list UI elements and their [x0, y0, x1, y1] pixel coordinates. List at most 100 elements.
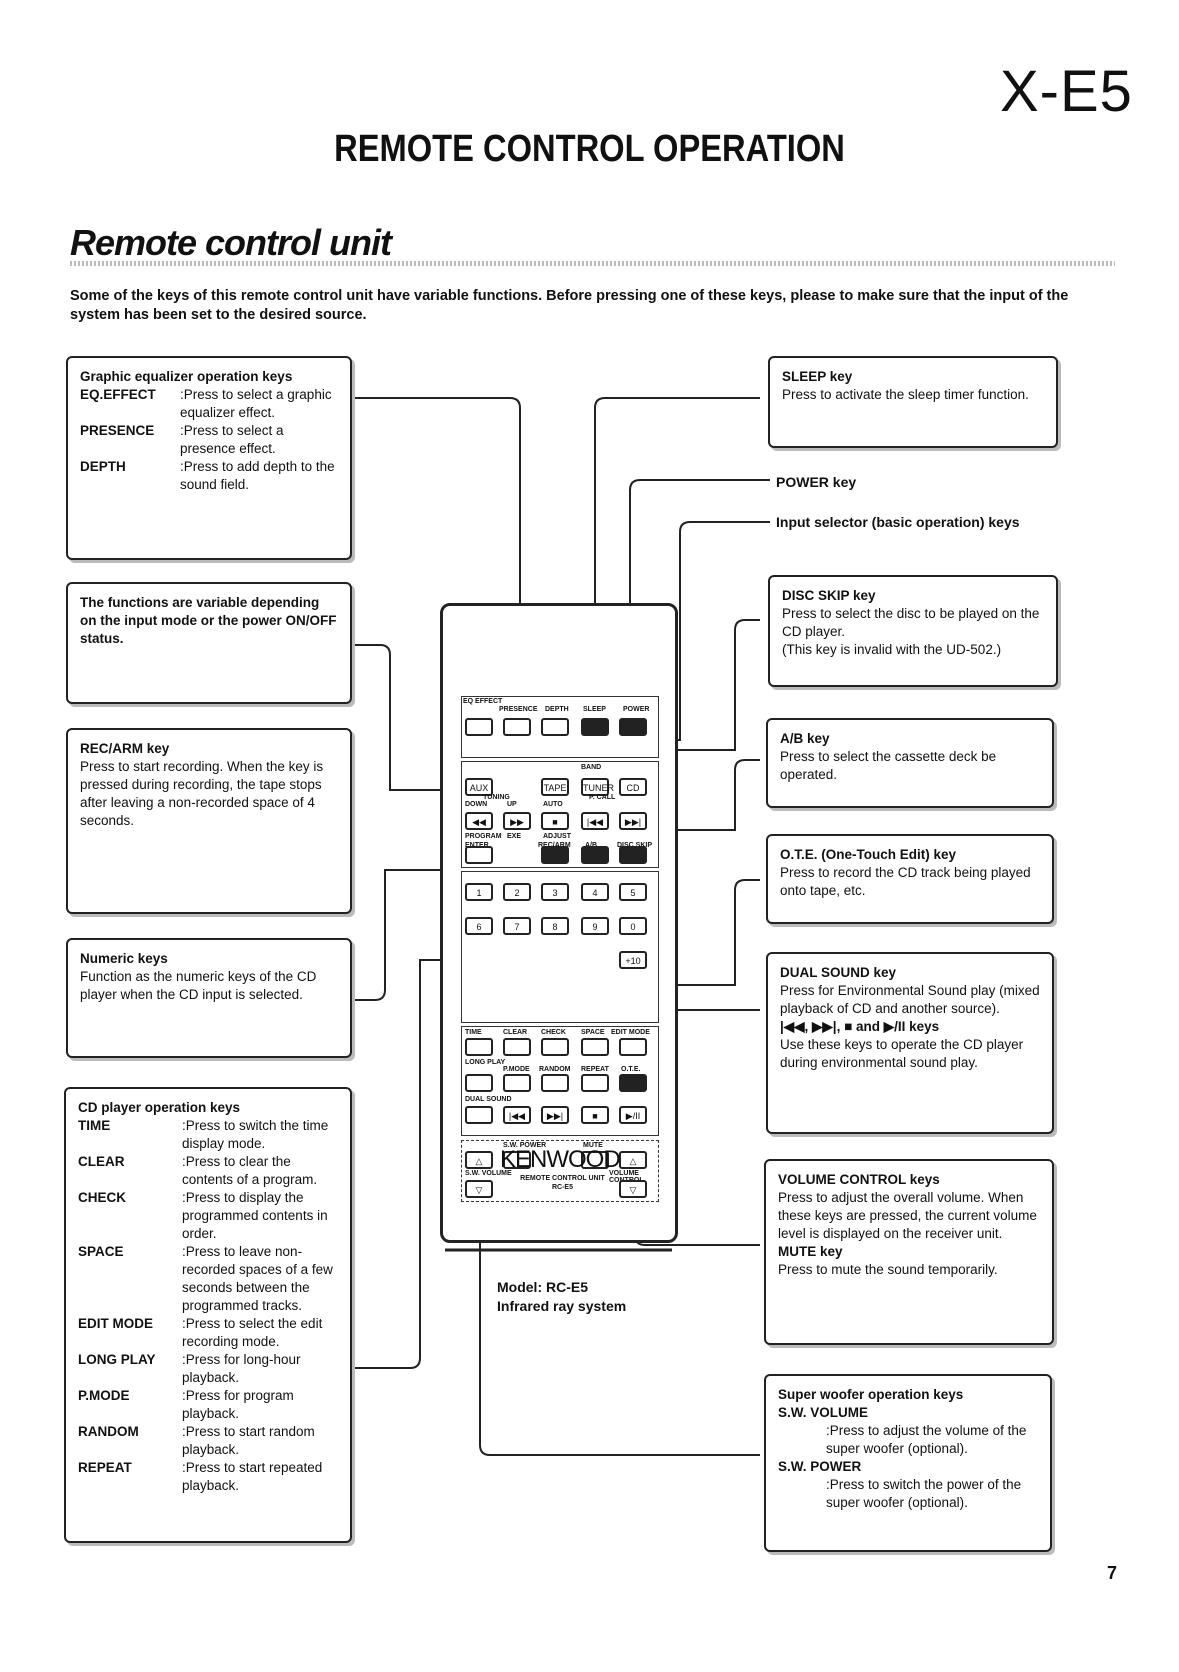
mute-key[interactable]: [581, 1151, 609, 1169]
volume-up-key[interactable]: △: [619, 1151, 647, 1169]
disc-skip-text: Press to select the disc to be played on…: [782, 606, 1040, 639]
ab-key-box: A/B key Press to select the cassette dec…: [766, 718, 1054, 808]
power-key[interactable]: [619, 718, 647, 736]
label-time: TIME: [465, 1029, 482, 1036]
tuning-down-key[interactable]: ◀◀: [465, 812, 493, 830]
num-key-1[interactable]: 1: [465, 883, 493, 901]
ab-key-text: Press to select the cassette deck be ope…: [780, 749, 997, 782]
p-call-down-key[interactable]: |◀◀: [581, 812, 609, 830]
num-key-5[interactable]: 5: [619, 883, 647, 901]
stop-key[interactable]: ■: [541, 812, 569, 830]
geq-row-effect: EQ.EFFECT:Press to select a graphic equa…: [80, 387, 332, 420]
disc-skip-note: (This key is invalid with the UD-502.): [782, 642, 1002, 657]
rec-arm-box: REC/ARM key Press to start recording. Wh…: [66, 728, 352, 914]
time-key[interactable]: [465, 1038, 493, 1056]
volume-control-text: Press to adjust the overall volume. When…: [778, 1190, 1037, 1241]
clear-key[interactable]: [503, 1038, 531, 1056]
ab-key-title: A/B key: [780, 731, 830, 746]
sleep-key-box: SLEEP key Press to activate the sleep ti…: [768, 356, 1058, 448]
tape-key[interactable]: TAPE: [541, 778, 569, 796]
eq-effect-key[interactable]: [465, 718, 493, 736]
cd-key[interactable]: CD: [619, 778, 647, 796]
random-key[interactable]: [541, 1074, 569, 1092]
page-heading: REMOTE CONTROL OPERATION: [334, 128, 845, 170]
power-key-label: POWER key: [776, 474, 857, 490]
input-panel: [461, 761, 659, 868]
ote-key[interactable]: [619, 1074, 647, 1092]
label-eq-effect: EQ EFFECT: [463, 698, 503, 705]
p-call-up-key[interactable]: ▶▶|: [619, 812, 647, 830]
rec-arm-title: REC/ARM key: [80, 741, 170, 756]
sleep-key[interactable]: [581, 718, 609, 736]
num-key-3[interactable]: 3: [541, 883, 569, 901]
numeric-keys-title: Numeric keys: [80, 951, 168, 966]
label-rec-arm: REC/ARM: [538, 842, 571, 849]
disc-skip-key[interactable]: [619, 846, 647, 864]
num-key-2[interactable]: 2: [503, 883, 531, 901]
cd-next-key[interactable]: ▶▶|: [541, 1106, 569, 1124]
num-key-0[interactable]: 0: [619, 917, 647, 935]
cd-row-random: RANDOM:Press to start random playback.: [78, 1424, 315, 1457]
label-tuning: TUNING: [483, 794, 510, 801]
label-mute: MUTE: [583, 1142, 603, 1149]
remote-model-text: Model: RC-E5 Infrared ray system: [497, 1279, 627, 1314]
volume-down-key[interactable]: ▽: [619, 1180, 647, 1198]
label-sw-volume: S.W. VOLUME: [465, 1170, 512, 1177]
num-key-4[interactable]: 4: [581, 883, 609, 901]
dual-sound-key[interactable]: [465, 1106, 493, 1124]
cd-row-time: TIME:Press to switch the time display mo…: [78, 1118, 329, 1151]
repeat-key[interactable]: [581, 1074, 609, 1092]
label-exe: EXE: [507, 833, 522, 840]
cd-play-pause-key[interactable]: ▶/II: [619, 1106, 647, 1124]
cd-row-edit-mode: EDIT MODE:Press to select the edit recor…: [78, 1316, 323, 1349]
label-depth: DEPTH: [545, 706, 569, 713]
label-check: CHECK: [541, 1029, 566, 1036]
enter-key[interactable]: [465, 846, 493, 864]
rec-arm-key[interactable]: [541, 846, 569, 864]
ab-key[interactable]: [581, 846, 609, 864]
cd-row-clear: CLEAR:Press to clear the contents of a p…: [78, 1154, 318, 1187]
space-key[interactable]: [581, 1038, 609, 1056]
label-long-play: LONG PLAY: [465, 1059, 506, 1066]
variable-function-text: The functions are variable depending on …: [80, 595, 337, 646]
sw-power-key[interactable]: [503, 1151, 531, 1169]
sleep-key-title: SLEEP key: [782, 369, 853, 384]
graphic-eq-box: Graphic equalizer operation keys EQ.EFFE…: [66, 356, 352, 560]
num-key-8[interactable]: 8: [541, 917, 569, 935]
geq-row-presence: PRESENCE:Press to select a presence effe…: [80, 423, 284, 456]
check-key[interactable]: [541, 1038, 569, 1056]
long-play-key[interactable]: [465, 1074, 493, 1092]
ote-key-box: O.T.E. (One-Touch Edit) key Press to rec…: [766, 834, 1054, 924]
rec-arm-text: Press to start recording. When the key i…: [80, 759, 324, 828]
tuning-up-key[interactable]: ▶▶: [503, 812, 531, 830]
depth-key[interactable]: [541, 718, 569, 736]
label-program: PROGRAM: [465, 833, 502, 840]
ote-key-text: Press to record the CD track being playe…: [780, 865, 1031, 898]
num-key-plus10[interactable]: +10: [619, 951, 647, 969]
num-key-9[interactable]: 9: [581, 917, 609, 935]
sw-volume-key: S.W. VOLUME: [778, 1405, 869, 1420]
label-edit-mode: EDIT MODE: [611, 1029, 650, 1036]
input-selector-label: Input selector (basic operation) keys: [776, 514, 1020, 530]
num-key-7[interactable]: 7: [503, 917, 531, 935]
sw-volume-desc: :Press to adjust the volume of the super…: [826, 1423, 1027, 1456]
cd-player-title: CD player operation keys: [78, 1100, 241, 1115]
dotted-rule: [70, 261, 1115, 266]
dual-sound-text2: Use these keys to operate the CD player …: [780, 1037, 1024, 1070]
label-presence: PRESENCE: [499, 706, 538, 713]
dual-sound-title: DUAL SOUND key: [780, 965, 897, 980]
tuner-key[interactable]: TUNER: [581, 778, 614, 796]
sw-volume-down-key[interactable]: ▽: [465, 1180, 493, 1198]
cd-stop-key[interactable]: ■: [581, 1106, 609, 1124]
dual-sound-text: Press for Environmental Sound play (mixe…: [780, 983, 1040, 1016]
label-p-call: P. CALL: [589, 794, 616, 801]
aux-key[interactable]: AUX: [465, 778, 493, 796]
p-mode-key[interactable]: [503, 1074, 531, 1092]
page-number: 7: [1107, 1563, 1118, 1583]
num-key-6[interactable]: 6: [465, 917, 493, 935]
cd-prev-key[interactable]: |◀◀: [503, 1106, 531, 1124]
sw-volume-up-key[interactable]: △: [465, 1151, 493, 1169]
graphic-eq-title: Graphic equalizer operation keys: [80, 369, 293, 384]
presence-key[interactable]: [503, 718, 531, 736]
edit-mode-key[interactable]: [619, 1038, 647, 1056]
